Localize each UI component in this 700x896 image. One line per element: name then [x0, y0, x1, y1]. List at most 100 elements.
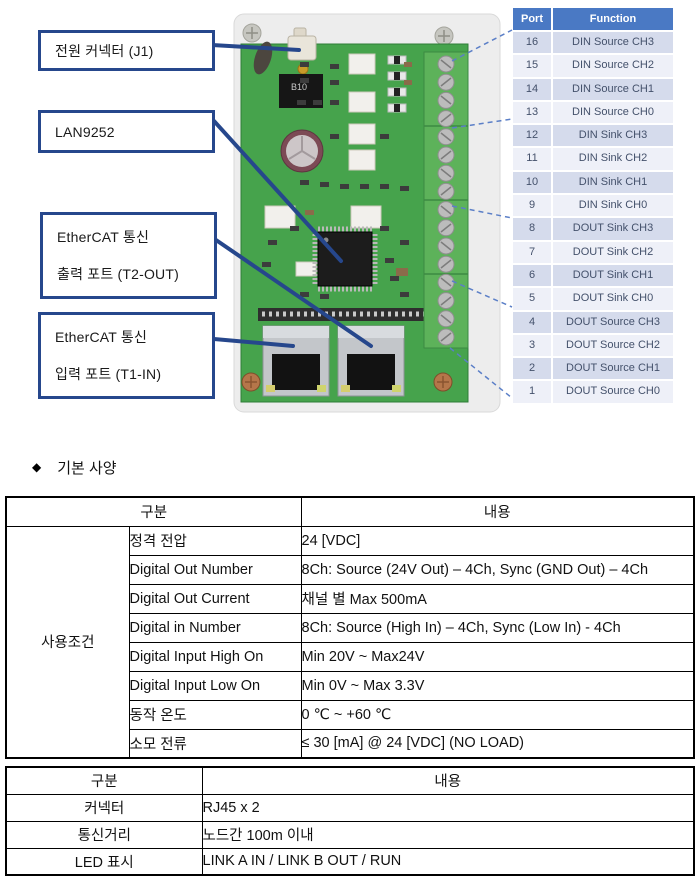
- spec-row-label: 커넥터: [5, 793, 203, 822]
- port-number: 5: [513, 288, 551, 310]
- port-number: 6: [513, 264, 551, 287]
- port-function: DOUT Source CH0: [553, 381, 673, 403]
- port-function: DIN Sink CH3: [553, 125, 673, 147]
- pin-header-strip: [258, 308, 448, 321]
- port-number: 2: [513, 358, 551, 380]
- spec-row-label: 동작 온도: [128, 699, 302, 730]
- mounting-screw-top-right: [434, 26, 454, 46]
- port-function: DIN Source CH1: [553, 78, 673, 100]
- spec-row-label: 정격 전압: [128, 525, 302, 556]
- component-marking: B10: [291, 82, 307, 92]
- callout-line-power: [210, 43, 301, 52]
- leader-line-bottom: [449, 347, 513, 399]
- port-number: 15: [513, 55, 551, 77]
- label-text: 입력 포트 (T1-IN): [55, 366, 162, 382]
- port-number: 12: [513, 125, 551, 147]
- basic-spec-header-row: 구분 내용: [5, 496, 695, 527]
- leader-line-dout-sink: [451, 205, 513, 219]
- pcb-photo: B10: [210, 13, 513, 413]
- port-function: DOUT Sink CH1: [553, 264, 673, 287]
- spec-group-label: 사용조건: [5, 525, 130, 759]
- spec-row-value: LINK A IN / LINK B OUT / RUN: [201, 847, 695, 876]
- spec-row-label: LED 표시: [5, 847, 203, 876]
- spec-row-value: 24 [VDC]: [300, 525, 695, 556]
- spec-row-value: 8Ch: Source (High In) – 4Ch, Sync (Low I…: [300, 612, 695, 643]
- callout-line-t2-out: [214, 238, 373, 348]
- port-number: 10: [513, 171, 551, 194]
- port-function: DIN Sink CH0: [553, 195, 673, 217]
- spec-row-label: 소모 전류: [128, 728, 302, 759]
- power-connector: [287, 27, 317, 61]
- smd-components: [262, 62, 409, 299]
- pcb-figure: B10: [38, 8, 673, 413]
- comm-spec-header-row: 구분 내용: [5, 766, 695, 795]
- spec-row-value: 채널 별 Max 500mA: [300, 583, 695, 614]
- port-function: DIN Source CH2: [553, 55, 673, 77]
- port-table-header-row: Port Function: [513, 8, 673, 30]
- resistor-packs: [387, 55, 407, 113]
- spec-row-label: 통신거리: [5, 820, 203, 849]
- port-number: 13: [513, 101, 551, 124]
- port-number: 7: [513, 241, 551, 263]
- port-number: 11: [513, 148, 551, 170]
- port-function: DIN Sink CH1: [553, 171, 673, 194]
- spec-row-label: Digital in Number: [128, 612, 302, 643]
- spec-row-value: RJ45 x 2: [201, 793, 695, 822]
- label-ethercat-in-port: EtherCAT 통신 입력 포트 (T1-IN): [38, 312, 215, 399]
- port-function: DIN Source CH0: [553, 101, 673, 124]
- label-text: 전원 커넥터 (J1): [55, 42, 154, 59]
- rj45-port-left: [262, 325, 330, 397]
- leader-line-din-source: [451, 29, 513, 62]
- port-function: DOUT Source CH2: [553, 334, 673, 357]
- port-number: 4: [513, 311, 551, 333]
- mounting-screw-top-left: [242, 23, 262, 43]
- function-column-header: Function: [553, 8, 673, 30]
- port-number: 3: [513, 334, 551, 357]
- optocoupler-ics: [264, 53, 382, 277]
- port-function: DOUT Sink CH3: [553, 218, 673, 240]
- label-text: LAN9252: [55, 123, 115, 140]
- leader-line-din-sink: [451, 118, 513, 129]
- port-number: 14: [513, 78, 551, 100]
- column-header-category: 구분: [5, 766, 203, 795]
- spec-row-value: 노드간 100m 이내: [201, 820, 695, 849]
- port-function: DOUT Sink CH2: [553, 241, 673, 263]
- spec-row-value: Min 0V ~ Max 3.3V: [300, 670, 695, 701]
- spec-row-value: ≤ 30 [mA] @ 24 [VDC] (NO LOAD): [300, 728, 695, 759]
- callout-line-lan9252: [212, 119, 343, 263]
- spec-row-label: Digital Out Current: [128, 583, 302, 614]
- port-number: 16: [513, 32, 551, 54]
- section-heading: ◆ 기본 사양: [32, 458, 700, 477]
- spec-row-value: 8Ch: Source (24V Out) – 4Ch, Sync (GND O…: [300, 554, 695, 585]
- spec-row-value: Min 20V ~ Max24V: [300, 641, 695, 672]
- column-header-content: 내용: [300, 496, 695, 527]
- port-function: DOUT Source CH3: [553, 311, 673, 333]
- label-power-connector: 전원 커넥터 (J1): [38, 30, 215, 71]
- terminal-block: [423, 51, 469, 349]
- port-function: DOUT Sink CH0: [553, 288, 673, 310]
- port-column-header: Port: [513, 8, 551, 30]
- spec-row-label: Digital Input High On: [128, 641, 302, 672]
- callout-line-t1-in: [212, 337, 295, 348]
- section-title: 기본 사양: [57, 459, 117, 477]
